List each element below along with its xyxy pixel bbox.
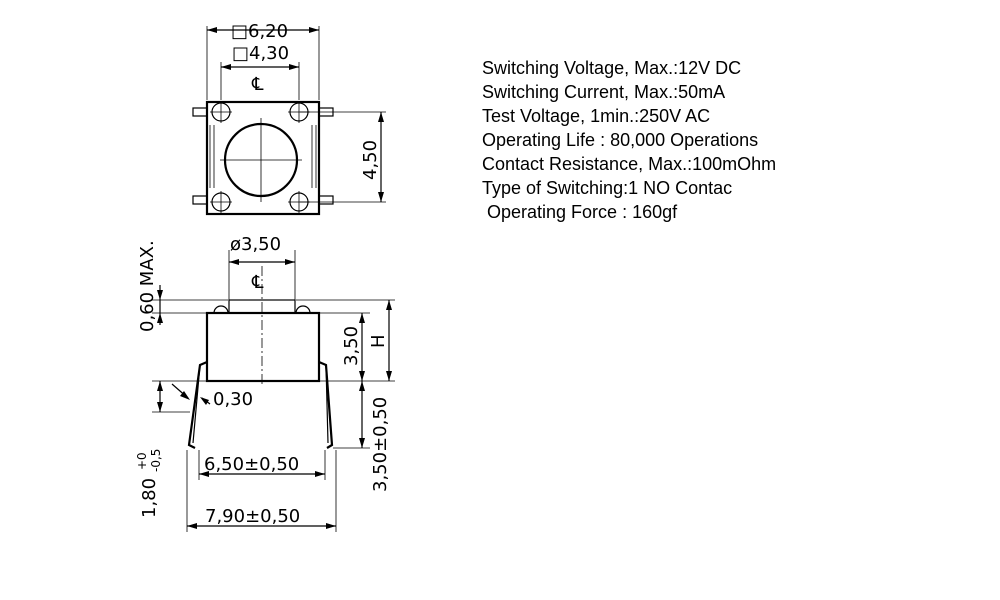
spec-switching-current: Switching Current, Max.:50mA — [482, 82, 726, 102]
lead-left — [187, 360, 208, 449]
centerline-symbol-top: ℄ — [251, 74, 264, 95]
lead-right — [318, 360, 334, 449]
dim-body-height: 3,50 — [341, 326, 362, 366]
dim-lead-offset-tol-lower: -0,5 — [149, 449, 163, 472]
dim-actuator-diameter: ø3,50 — [230, 234, 281, 255]
switch-body-top — [205, 100, 321, 216]
dim-outer-lead-span: 7,90±0,50 — [205, 506, 300, 527]
dim-lead-length: 3,50±0,50 — [370, 397, 391, 492]
spec-contact-resistance: Contact Resistance, Max.:100mOhm — [482, 154, 777, 174]
top-view: □6,20 □4,30 ℄ — [192, 21, 386, 216]
dim-lead-offset: 1,80 — [139, 478, 160, 518]
dim-pin-span: 4,50 — [360, 140, 381, 180]
spec-test-voltage: Test Voltage, 1min.:250V AC — [482, 106, 711, 126]
dim-actuator-max: 0,60 MAX. — [137, 240, 158, 332]
spec-operating-force: Operating Force : 160gf — [482, 202, 678, 222]
dim-pin-pitch: □4,30 — [232, 43, 289, 64]
spec-switching-voltage: Switching Voltage, Max.:12V DC — [482, 58, 742, 78]
switch-body-side — [205, 311, 321, 383]
dim-inner-lead-span: 6,50±0,50 — [204, 454, 299, 475]
dim-height-h: H — [368, 334, 389, 348]
dim-lead-thickness: 0,30 — [213, 389, 253, 410]
dim-body-width: □6,20 — [231, 21, 288, 42]
specifications-list: Switching Voltage, Max.:12V DC Switching… — [482, 56, 776, 224]
spec-operating-life: Operating Life : 80,000 Operations — [482, 130, 759, 150]
spec-type-of-switching: Type of Switching:1 NO Contac — [482, 178, 733, 198]
side-view: ø3,50 ℄ 0,60 MAX. 1,80 +0 -0,5 — [135, 234, 395, 532]
dim-lead-offset-tol-upper: +0 — [135, 452, 149, 470]
centerline-symbol-side: ℄ — [251, 272, 264, 293]
